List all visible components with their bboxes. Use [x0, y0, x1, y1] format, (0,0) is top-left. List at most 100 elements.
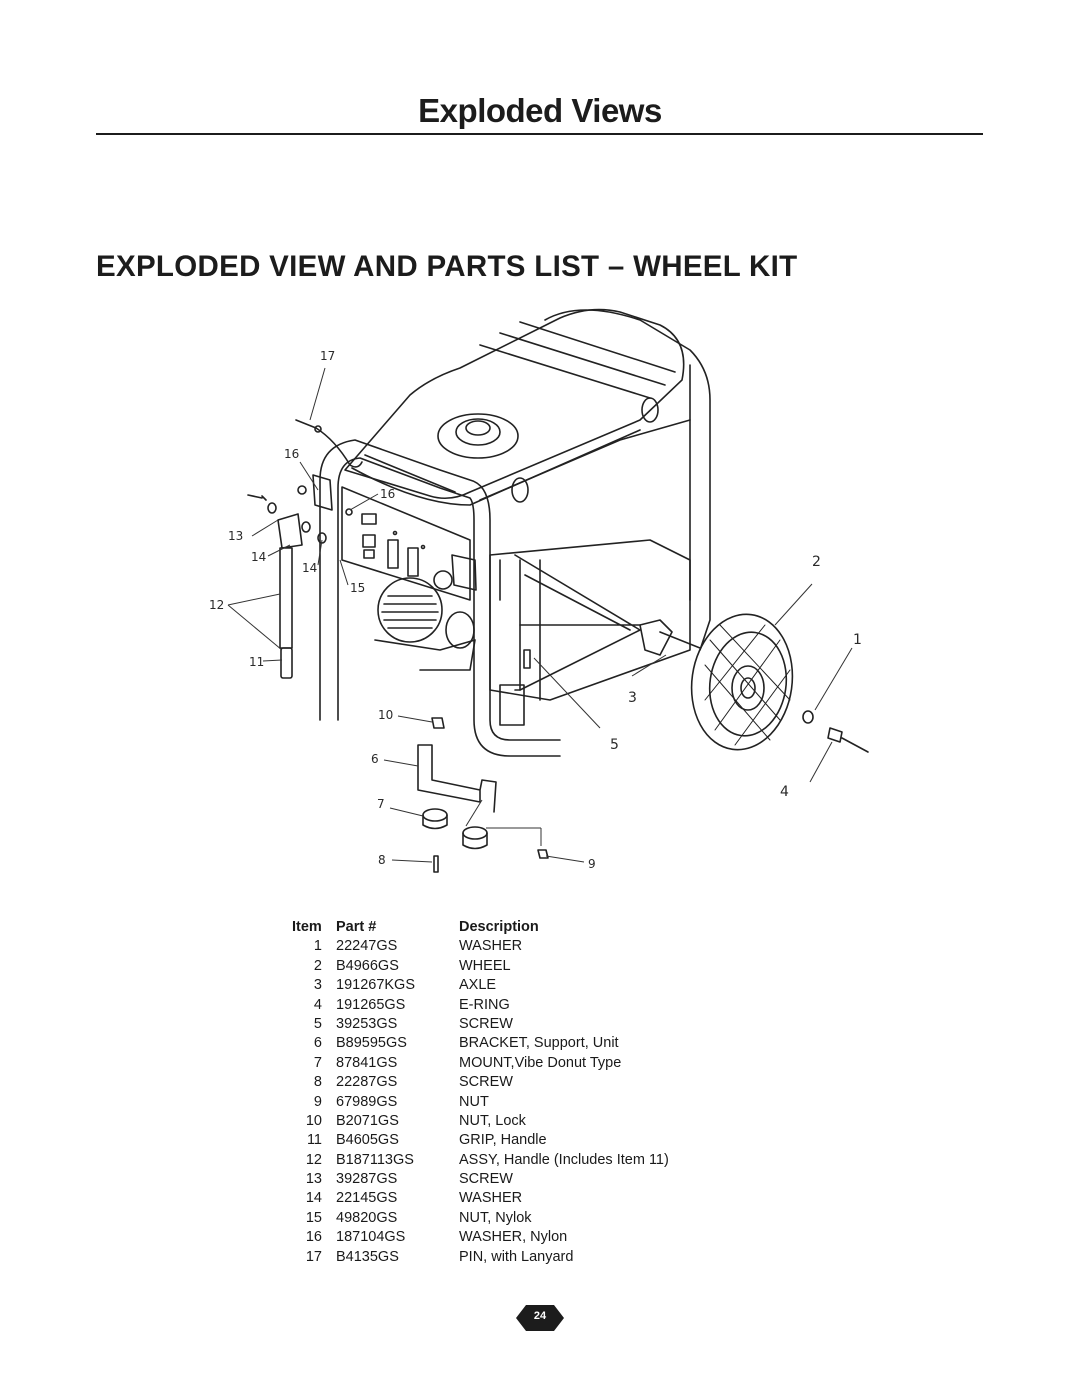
- row-part: 49820GS: [336, 1209, 398, 1226]
- callout-14b: 14: [302, 561, 317, 575]
- callout-17: 17: [320, 349, 335, 363]
- mount-donut-2: [462, 826, 488, 840]
- page-badge-shape: [516, 1305, 564, 1331]
- row-description: MOUNT,Vibe Donut Type: [459, 1054, 622, 1071]
- row-item: 8: [313, 1074, 322, 1091]
- row-part: 67989GS: [336, 1093, 398, 1110]
- side-bracket-left: [312, 474, 333, 511]
- row-description: PIN, with Lanyard: [459, 1248, 574, 1265]
- fuel-cap-base: [437, 413, 519, 459]
- row-description: WASHER, Nylon: [459, 1229, 568, 1246]
- row-item: 5: [313, 1015, 322, 1032]
- frame-tube: [319, 439, 561, 741]
- callout-13: 13: [228, 529, 243, 543]
- row-part: 87841GS: [336, 1054, 398, 1071]
- row-item: 2: [313, 957, 322, 974]
- row-description: NUT, Nylok: [459, 1209, 532, 1226]
- row-description: SCREW: [459, 1015, 513, 1032]
- row-item: 16: [305, 1229, 322, 1246]
- row-part: B4966GS: [336, 957, 399, 974]
- row-part: 39287GS: [336, 1171, 398, 1188]
- axle: [659, 631, 701, 649]
- row-part: B4605GS: [336, 1132, 399, 1149]
- alternator: [377, 577, 443, 643]
- row-part: B4135GS: [336, 1248, 399, 1265]
- row-part: 39253GS: [336, 1015, 398, 1032]
- row-item: 3: [313, 977, 322, 994]
- row-item: 7: [313, 1054, 322, 1071]
- row-description: SCREW: [459, 1074, 513, 1091]
- wheel-hub: [731, 665, 765, 711]
- engine-block: [489, 539, 691, 701]
- screw-5: [523, 649, 531, 669]
- callout-1: 1: [853, 632, 862, 648]
- handle-bracket: [277, 513, 303, 549]
- page-number-badge: 24: [516, 1305, 564, 1331]
- row-item: 1: [313, 938, 322, 955]
- row-part: 22145GS: [336, 1190, 398, 1207]
- support-bracket: [417, 744, 497, 813]
- handle-grip: [280, 647, 293, 679]
- row-item: 12: [305, 1151, 322, 1168]
- callout-11: 11: [249, 655, 264, 669]
- row-item: 17: [305, 1248, 322, 1265]
- lock-nut: [431, 717, 445, 729]
- fuel-tank-rim: [351, 429, 641, 506]
- row-item: 4: [313, 996, 322, 1013]
- callout-9: 9: [588, 857, 596, 871]
- row-part: B89595GS: [336, 1035, 407, 1052]
- row-item: 6: [313, 1035, 322, 1052]
- page-number: 24: [533, 1310, 547, 1322]
- callout-16a: 16: [284, 447, 299, 461]
- row-description: BRACKET, Support, Unit: [459, 1035, 619, 1052]
- section-title: Exploded Views: [418, 92, 662, 129]
- title-rule: [96, 133, 983, 135]
- row-item: 13: [305, 1171, 322, 1188]
- fuel-tank-ridges: [364, 321, 676, 493]
- page-heading: EXPLODED VIEW AND PARTS LIST – WHEEL KIT: [96, 250, 798, 283]
- row-item: 9: [313, 1093, 322, 1110]
- header-description: Description: [459, 919, 539, 935]
- row-part: 22287GS: [336, 1074, 398, 1091]
- nut-9: [537, 849, 549, 859]
- row-part: 191265GS: [336, 996, 406, 1013]
- base-frame: [514, 554, 641, 691]
- row-description: GRIP, Handle: [459, 1132, 547, 1149]
- row-item: 14: [305, 1190, 322, 1207]
- row-description: E-RING: [459, 996, 510, 1013]
- row-description: WASHER: [459, 1190, 523, 1207]
- row-description: NUT: [459, 1093, 489, 1110]
- row-description: ASSY, Handle (Includes Item 11): [459, 1151, 669, 1168]
- row-part: 22247GS: [336, 938, 398, 955]
- callout-16b: 16: [380, 487, 395, 501]
- row-description: AXLE: [459, 977, 497, 994]
- callout-12: 12: [209, 598, 224, 612]
- screw-8: [433, 855, 439, 873]
- callout-4: 4: [780, 784, 789, 800]
- fuel-tank-outline: [344, 308, 685, 500]
- header-item: Item: [292, 919, 322, 935]
- screw-13: [247, 494, 267, 501]
- callout-7: 7: [377, 797, 385, 811]
- callout-3: 3: [628, 690, 637, 706]
- callout-10: 10: [378, 708, 393, 722]
- header-part: Part #: [336, 919, 377, 935]
- control-panel: [341, 486, 471, 601]
- callout-6: 6: [371, 752, 379, 766]
- row-description: SCREW: [459, 1171, 513, 1188]
- row-item: 10: [305, 1112, 322, 1129]
- row-description: NUT, Lock: [459, 1112, 526, 1129]
- wheel-tire: [690, 613, 794, 751]
- row-item: 15: [305, 1209, 322, 1226]
- e-ring-4: [827, 727, 843, 743]
- callout-8: 8: [378, 853, 386, 867]
- washer-1: [802, 710, 814, 724]
- fuel-cap: [455, 418, 501, 446]
- row-description: WHEEL: [459, 957, 511, 974]
- pin-with-lanyard: [295, 419, 363, 468]
- row-part: 191267KGS: [336, 977, 416, 994]
- mount-donut-1: [422, 808, 448, 822]
- callout-15: 15: [350, 581, 365, 595]
- side-bracket-right: [451, 554, 477, 591]
